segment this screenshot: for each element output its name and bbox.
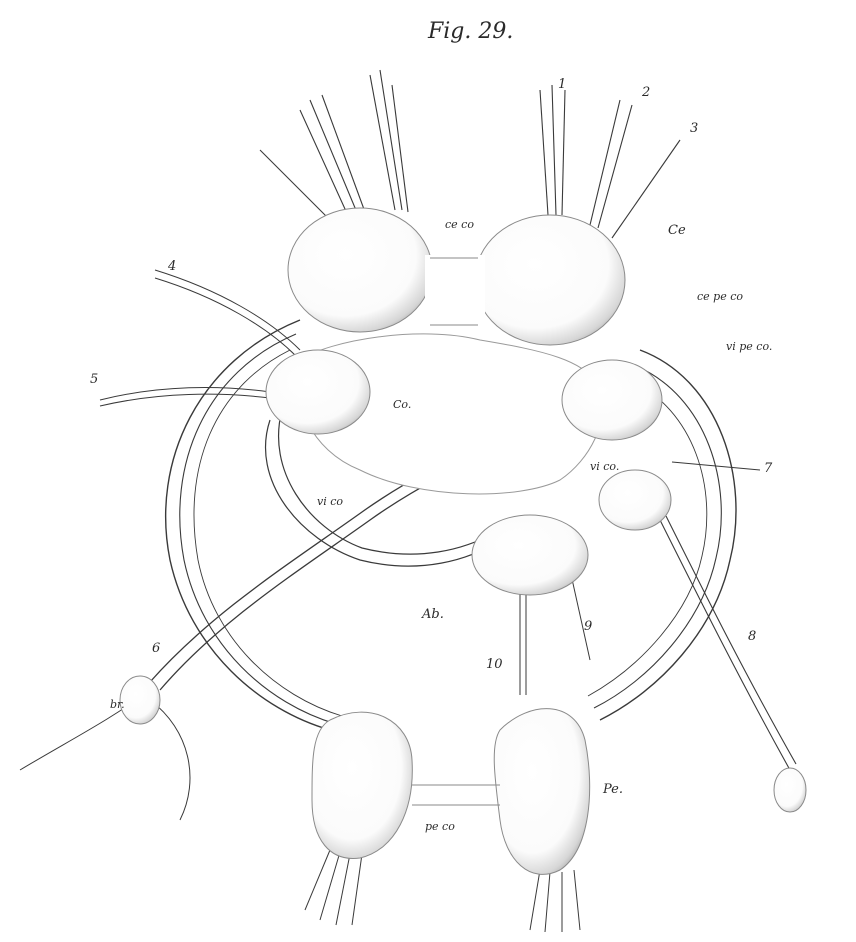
right-nerves <box>660 462 796 770</box>
label-co: Co. <box>393 398 411 411</box>
abdominal-ganglion <box>472 515 588 595</box>
label-pe: Pe. <box>602 782 623 797</box>
label-nerve-7: 7 <box>764 461 773 476</box>
label-br: br. <box>110 698 125 711</box>
label-nerve-9: 9 <box>584 619 592 634</box>
label-nerve-4: 4 <box>167 259 176 274</box>
label-ce-pe-co: ce pe co <box>697 290 743 303</box>
label-nerve-2: 2 <box>641 85 650 100</box>
label-nerve-3: 3 <box>690 121 698 136</box>
cerebral-ganglion-left <box>288 208 432 332</box>
label-ab: Ab. <box>421 607 444 622</box>
cerebral-ganglion-right <box>475 215 625 345</box>
branchial-ganglion <box>120 676 160 724</box>
label-nerve-6: 6 <box>152 641 160 656</box>
label-nerve-5: 5 <box>90 372 98 387</box>
label-ce: Ce <box>668 223 686 238</box>
ganglia <box>120 208 806 874</box>
cerebral-commissure <box>425 255 485 325</box>
pedal-commissure <box>412 785 500 805</box>
label-nerve-8: 8 <box>748 629 756 644</box>
label-ce-co: ce co <box>445 218 474 231</box>
label-vi-co-left: vi co <box>317 495 343 508</box>
figure-title: Fig. 29. <box>427 19 513 44</box>
label-nerve-10: 10 <box>486 657 503 672</box>
pedal-ganglion-right <box>494 709 589 875</box>
label-nerve-1: 1 <box>558 77 566 92</box>
pleural-ganglion-left <box>266 350 370 434</box>
label-pe-co: pe co <box>425 820 455 833</box>
distal-ganglion-right <box>774 768 806 812</box>
label-vi-co-right: vi co. <box>590 460 619 473</box>
pleural-ganglion-right <box>562 360 662 440</box>
branchial-nerve <box>20 690 190 820</box>
label-vi-pe-co: vi pe co. <box>726 340 772 353</box>
cerebral-nerve-bundles <box>260 70 680 238</box>
visceral-ganglion-right <box>599 470 671 530</box>
pedal-ganglion-left <box>312 712 412 858</box>
